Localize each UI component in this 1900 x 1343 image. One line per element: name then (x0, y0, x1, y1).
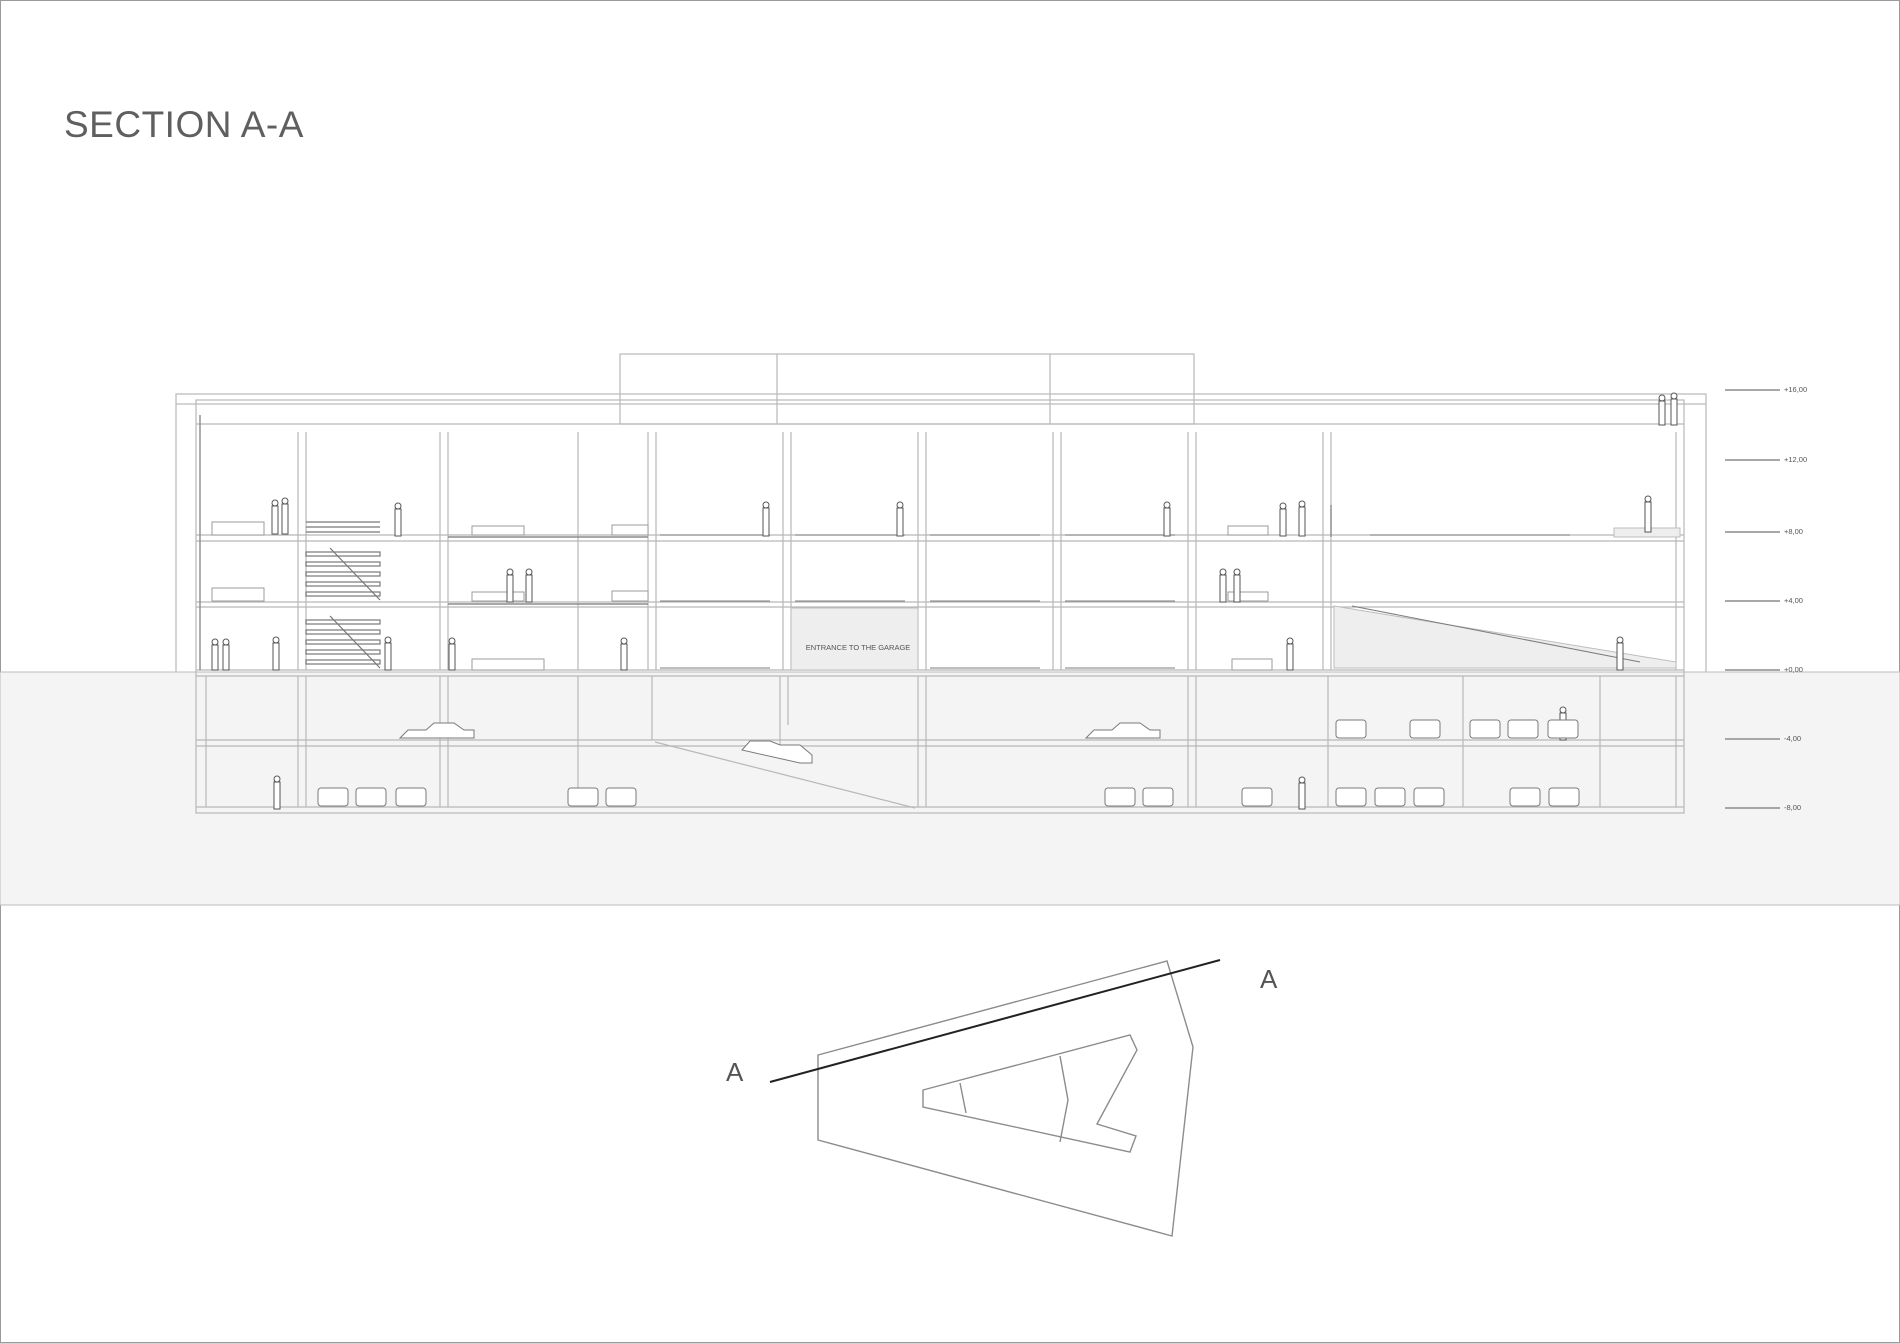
garage-ramp (654, 741, 916, 809)
level-marker: +4,00 (1725, 596, 1803, 605)
basement-columns (205, 676, 1677, 807)
level-marker: +8,00 (1725, 527, 1803, 536)
car-on-ramp (741, 740, 813, 764)
level-markers: +16,00 +12,00 +8,00 +4,00 +0,00 -4,00 -8… (1725, 385, 1807, 812)
roof-lantern (619, 353, 1195, 425)
furniture (211, 521, 1273, 671)
section-title: SECTION A-A (64, 104, 304, 145)
section-cut-label-left: A (726, 1057, 744, 1087)
svg-text:+4,00: +4,00 (1784, 596, 1803, 605)
staircase (305, 521, 381, 669)
garage-entrance-panel (790, 607, 919, 671)
level-marker: -4,00 (1725, 734, 1801, 743)
car-side (1084, 722, 1161, 739)
ground-band (0, 671, 1900, 906)
people-figures (211, 392, 1678, 810)
parked-cars (317, 719, 1580, 807)
level-marker: +12,00 (1725, 455, 1807, 464)
key-plan: A A (726, 959, 1278, 1237)
car-side (398, 722, 475, 739)
level-marker: -8,00 (1725, 803, 1801, 812)
svg-text:-8,00: -8,00 (1784, 803, 1801, 812)
svg-text:+8,00: +8,00 (1784, 527, 1803, 536)
svg-text:+0,00: +0,00 (1784, 665, 1803, 674)
upper-columns (297, 432, 1677, 670)
classroom-seating (660, 534, 1641, 669)
svg-text:-4,00: -4,00 (1784, 734, 1801, 743)
section-cut-label-right: A (1260, 964, 1278, 994)
level-marker: +0,00 (1725, 665, 1803, 674)
svg-text:+12,00: +12,00 (1784, 455, 1807, 464)
svg-text:+16,00: +16,00 (1784, 385, 1807, 394)
level-marker: +16,00 (1725, 385, 1807, 394)
garage-entrance-label: ENTRANCE TO THE GARAGE (806, 643, 911, 652)
section-cut-line (769, 959, 1221, 1083)
